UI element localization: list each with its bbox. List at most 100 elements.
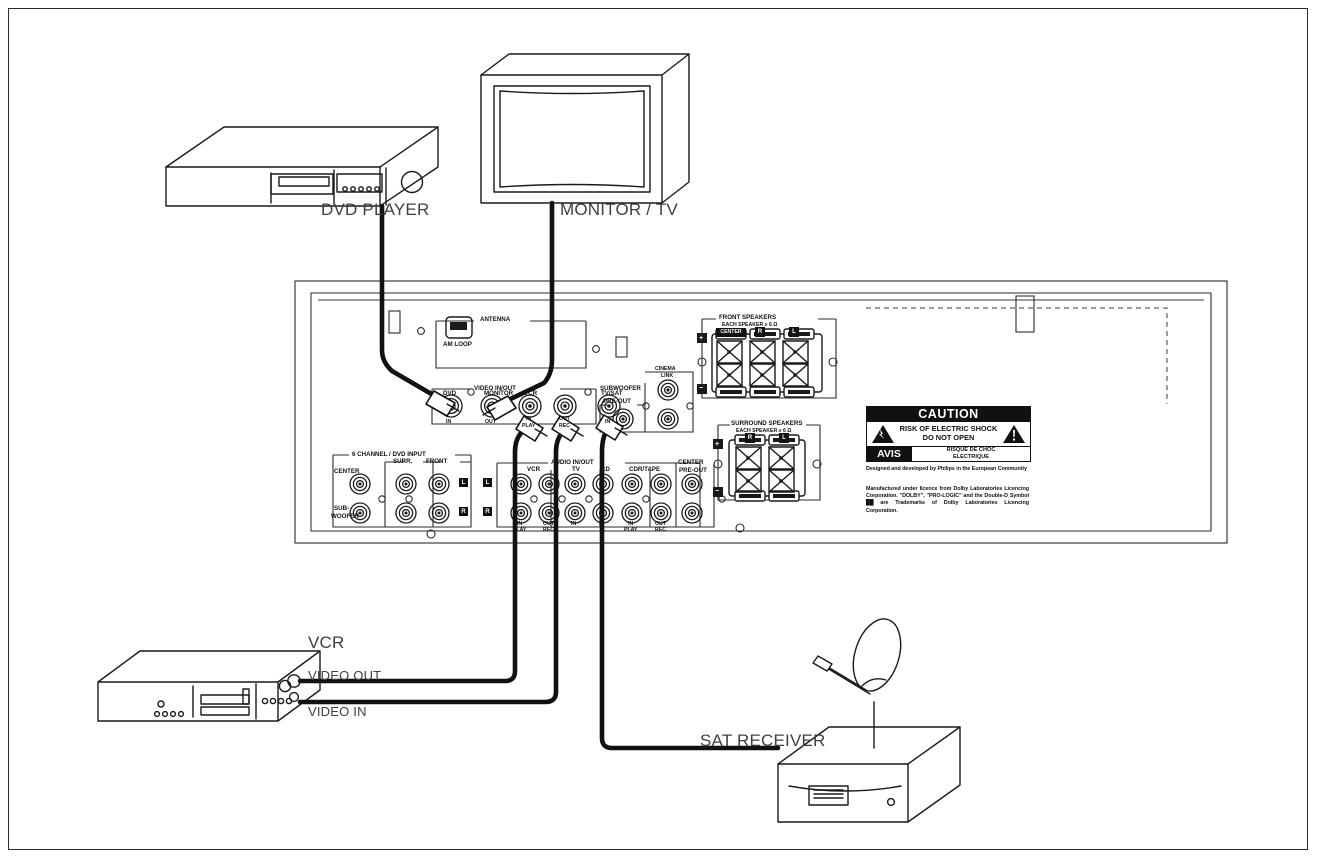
video-jack-label-vcr: VCR: [524, 390, 538, 397]
cable-sat-receiver: [595, 414, 781, 751]
video-sub-monitor-out: OUT: [485, 419, 496, 425]
jack-audio-cdr-out-l: [650, 473, 672, 495]
six-channel-group-label: 6 CHANNEL / DVD INPUT: [352, 451, 426, 458]
receiver-rear-panel: [294, 280, 1228, 544]
six-channel-dvd-input-section: [332, 454, 472, 539]
port-label-vcr-video-in: VIDEO IN: [308, 704, 367, 719]
video-sub-vcr-rec: REC: [559, 423, 570, 429]
jack-subwoofer-preout: [612, 408, 634, 430]
cable-monitor-tv: [482, 200, 555, 421]
jack-audio-cdr-out-r: [650, 502, 672, 524]
jack-cinema-link-top: [657, 379, 679, 401]
sat-receiver-illustration: [777, 618, 961, 823]
antenna-group-label: ANTENNA: [480, 316, 511, 323]
audio-group-label-cd: CD: [601, 466, 610, 473]
front-terminal-label-r: R: [755, 327, 765, 337]
jack-audio-cdr-in-l: [621, 473, 643, 495]
caution-label: CAUTION RISK OF ELECTRIC SHOCK DO NOT OP…: [866, 406, 1031, 462]
audio-cdr-in-sub: IN: [628, 521, 634, 527]
jack-audio-cdr-in-r: [621, 502, 643, 524]
video-jack-label-dvd: DVD: [443, 390, 457, 397]
subwoofer-preout-label: PRE-OUT: [603, 398, 631, 405]
video-jack-label-tvsat: TV/SAT: [601, 390, 623, 397]
front-terminal-label-l: L: [789, 327, 799, 337]
designed-by-text: Designed and developed by Philips in the…: [866, 466, 1027, 472]
jack-audio-tv-in-l: [564, 473, 586, 495]
caution-line1: RISK OF ELECTRIC SHOCK: [899, 424, 998, 433]
six-channel-right-chip: R: [459, 507, 468, 516]
avis-line1: RISQUE DE CHOC: [946, 447, 996, 453]
port-label-vcr-video-out: VIDEO OUT: [308, 668, 382, 683]
audio-vcr-rec-sub: REC: [543, 527, 554, 533]
audio-group-label-vcr: VCR: [527, 466, 541, 473]
audio-left-chip: L: [483, 478, 492, 487]
front-speakers-plus-icon: +: [699, 333, 704, 342]
six-channel-front-label: FRONT: [426, 458, 448, 465]
antenna-section: [388, 310, 628, 369]
audio-vcr-play-sub: PLAY: [513, 527, 527, 533]
jack-6ch-front-l: [428, 473, 450, 495]
vcr-illustration: [97, 650, 321, 722]
video-sub-vcr-play: PLAY: [522, 423, 536, 429]
six-channel-left-chip: L: [459, 478, 468, 487]
surround-speakers-rating: EACH SPEAKER ≥ 6 Ω: [736, 428, 792, 434]
center-preout-label-line1: CENTER: [678, 459, 704, 466]
jack-vcr-video-out: [553, 394, 577, 418]
audio-tv-in-sub: IN: [571, 521, 577, 527]
avis-line2: ELECTRIQUE: [952, 453, 990, 460]
device-label-vcr: VCR: [308, 633, 345, 652]
front-terminal-label-center: CENTER: [716, 328, 746, 337]
video-sub-vcr-out: OUT: [559, 416, 570, 422]
video-sub-tvsat-in: IN: [605, 419, 611, 425]
surround-speaker-terminals: [734, 434, 800, 502]
jack-center-preout-top: [681, 473, 703, 495]
device-label-monitor-tv: MONITOR / TV: [560, 200, 678, 219]
video-sub-dvd-in: IN: [446, 419, 452, 425]
subwoofer-group-label: SUBWOOFER: [600, 385, 641, 392]
surround-terminal-label-r: R: [745, 433, 755, 443]
surround-speakers-plus-icon: +: [715, 439, 720, 448]
audio-group-label-cdrtape: CDR/TAPE: [629, 466, 661, 473]
cinema-link-label-line1: CINEMA: [655, 366, 676, 372]
audio-inout-group-label: AUDIO IN/OUT: [551, 459, 594, 466]
jack-tvsat-video-in: [597, 394, 621, 418]
six-channel-subwoofer-label-2: WOOFER: [331, 513, 359, 520]
dvd-player-illustration: [165, 126, 439, 207]
audio-cdr-play-sub: PLAY: [624, 527, 638, 533]
six-channel-center-label: CENTER: [334, 468, 360, 475]
audio-cdr-out-sub: OUT: [655, 521, 666, 527]
am-loop-label: AM LOOP: [443, 341, 472, 348]
caution-dashed-outline: [866, 307, 1168, 404]
jack-center-preout-bottom: [681, 502, 703, 524]
jack-6ch-front-r: [428, 502, 450, 524]
audio-vcr-in-sub: IN: [517, 521, 523, 527]
six-channel-subwoofer-label-1: SUB-: [334, 505, 350, 512]
caution-line2: DO NOT OPEN: [922, 433, 975, 442]
surround-terminal-label-l: L: [779, 433, 789, 443]
caution-symbols: [872, 425, 1025, 443]
six-channel-surr-label: SURR.: [393, 458, 413, 465]
monitor-tv-illustration: [480, 53, 690, 204]
jack-cinema-link-bottom: [657, 408, 679, 430]
audio-vcr-out-sub: OUT: [543, 521, 554, 527]
surround-speakers-section: [713, 424, 822, 533]
audio-cdr-rec-sub: REC: [655, 527, 666, 533]
cable-vcr-video-out: [297, 415, 548, 684]
cable-dvd-player: [379, 203, 460, 417]
center-preout-label-line2: PRE-OUT: [679, 467, 707, 474]
jack-6ch-surr-r: [395, 502, 417, 524]
surround-speaker-screws: [735, 446, 795, 493]
video-inout-group-label: VIDEO IN/OUT: [474, 385, 516, 392]
front-speakers-rating: EACH SPEAKER ≥ 6 Ω: [722, 322, 778, 328]
jack-audio-tv-in-r: [564, 502, 586, 524]
caution-title: CAUTION: [867, 407, 1030, 422]
video-jack-label-monitor: MONITOR: [484, 390, 514, 397]
surround-speakers-minus-icon: −: [715, 486, 720, 495]
front-speaker-screws: [716, 340, 809, 387]
front-speakers-group-label: FRONT SPEAKERS: [719, 314, 777, 321]
dolby-licence-text: Manufactured under licence from Dolby La…: [866, 486, 1029, 514]
jack-vcr-video-in: [518, 394, 542, 418]
audio-cd-in-sub: IN: [599, 521, 605, 527]
